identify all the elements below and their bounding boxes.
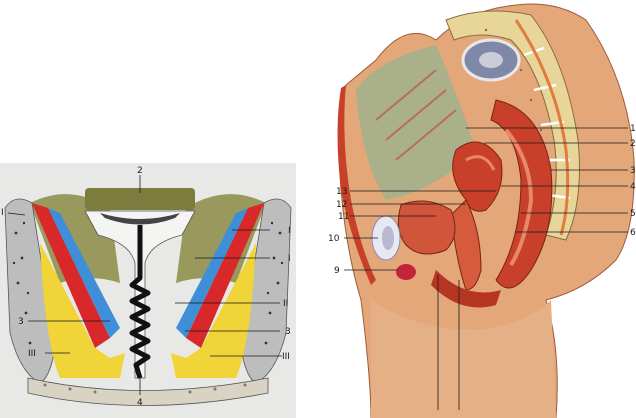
thigh-region: [371, 300, 556, 418]
label-4: 4: [137, 398, 143, 408]
label-l13: 13: [336, 187, 347, 197]
label-r5: 5: [630, 209, 636, 219]
pubic-bone-core: [382, 226, 394, 250]
rectal-lumen: [504, 128, 534, 267]
uterus: [452, 141, 503, 212]
vaginal-canal: [129, 225, 151, 379]
label-r6: 6: [630, 228, 636, 238]
perineal-skin: [27, 377, 269, 406]
label-r2: 2: [630, 139, 636, 149]
label-r4: 4: [630, 182, 636, 192]
label-r3: 3: [630, 166, 636, 176]
bladder-top: [85, 188, 195, 210]
label-l12: 12: [336, 200, 347, 210]
label-l9: 9: [334, 266, 340, 276]
label-l10: 10: [328, 234, 340, 244]
right-ischiorectal-fat: [171, 243, 256, 378]
label-right-3: 3: [285, 327, 291, 337]
label-right-I-lower: I: [288, 254, 291, 264]
left-levator-muscle: [32, 203, 110, 348]
label-right-II: II: [283, 299, 288, 309]
label-left-1: I: [1, 208, 4, 218]
vagina: [450, 199, 482, 291]
label-right-III: III: [282, 352, 290, 362]
label-left-3: 3: [18, 317, 24, 327]
rectum: [490, 99, 553, 289]
right-pelvic-bone: [240, 198, 292, 384]
right-fascia: [176, 208, 248, 338]
uterine-cavity: [100, 213, 180, 225]
abdominal-cavity: [356, 45, 476, 200]
left-ischiorectal-fat: [40, 243, 125, 378]
right-levator-muscle: [186, 203, 264, 348]
pelvic-floor-coronal-section: 2 4 I 3 III I I II 3 III: [0, 163, 296, 418]
left-pelvic-bone: [4, 198, 56, 384]
anterior-abdominal-wall: [337, 85, 376, 285]
leader-left-1: [7, 212, 26, 216]
bowel-lumen: [479, 52, 503, 68]
perineal-body: [431, 270, 501, 308]
left-fascia: [48, 208, 120, 338]
label-2: 2: [137, 166, 143, 176]
label-right-I-upper: I: [288, 226, 291, 236]
pelvis-sagittal-section: 1 2 3 4 5 6 13 12 11 10 9: [316, 0, 636, 418]
label-left-III: III: [28, 349, 36, 359]
uterine-cavity-sagittal: [465, 155, 496, 171]
label-l11: 11: [338, 212, 349, 222]
label-r1: 1: [630, 124, 636, 134]
sacrum-spine: [445, 10, 580, 241]
clitoris: [396, 264, 416, 280]
coronal-section-drawing: 2 4 I 3 III I I II 3 III: [0, 163, 296, 418]
sagittal-section-drawing: 1 2 3 4 5 6 13 12 11 10 9: [328, 3, 636, 418]
spinal-cord: [514, 19, 570, 236]
bladder: [397, 200, 456, 255]
peritoneal-vessels: [375, 69, 457, 161]
